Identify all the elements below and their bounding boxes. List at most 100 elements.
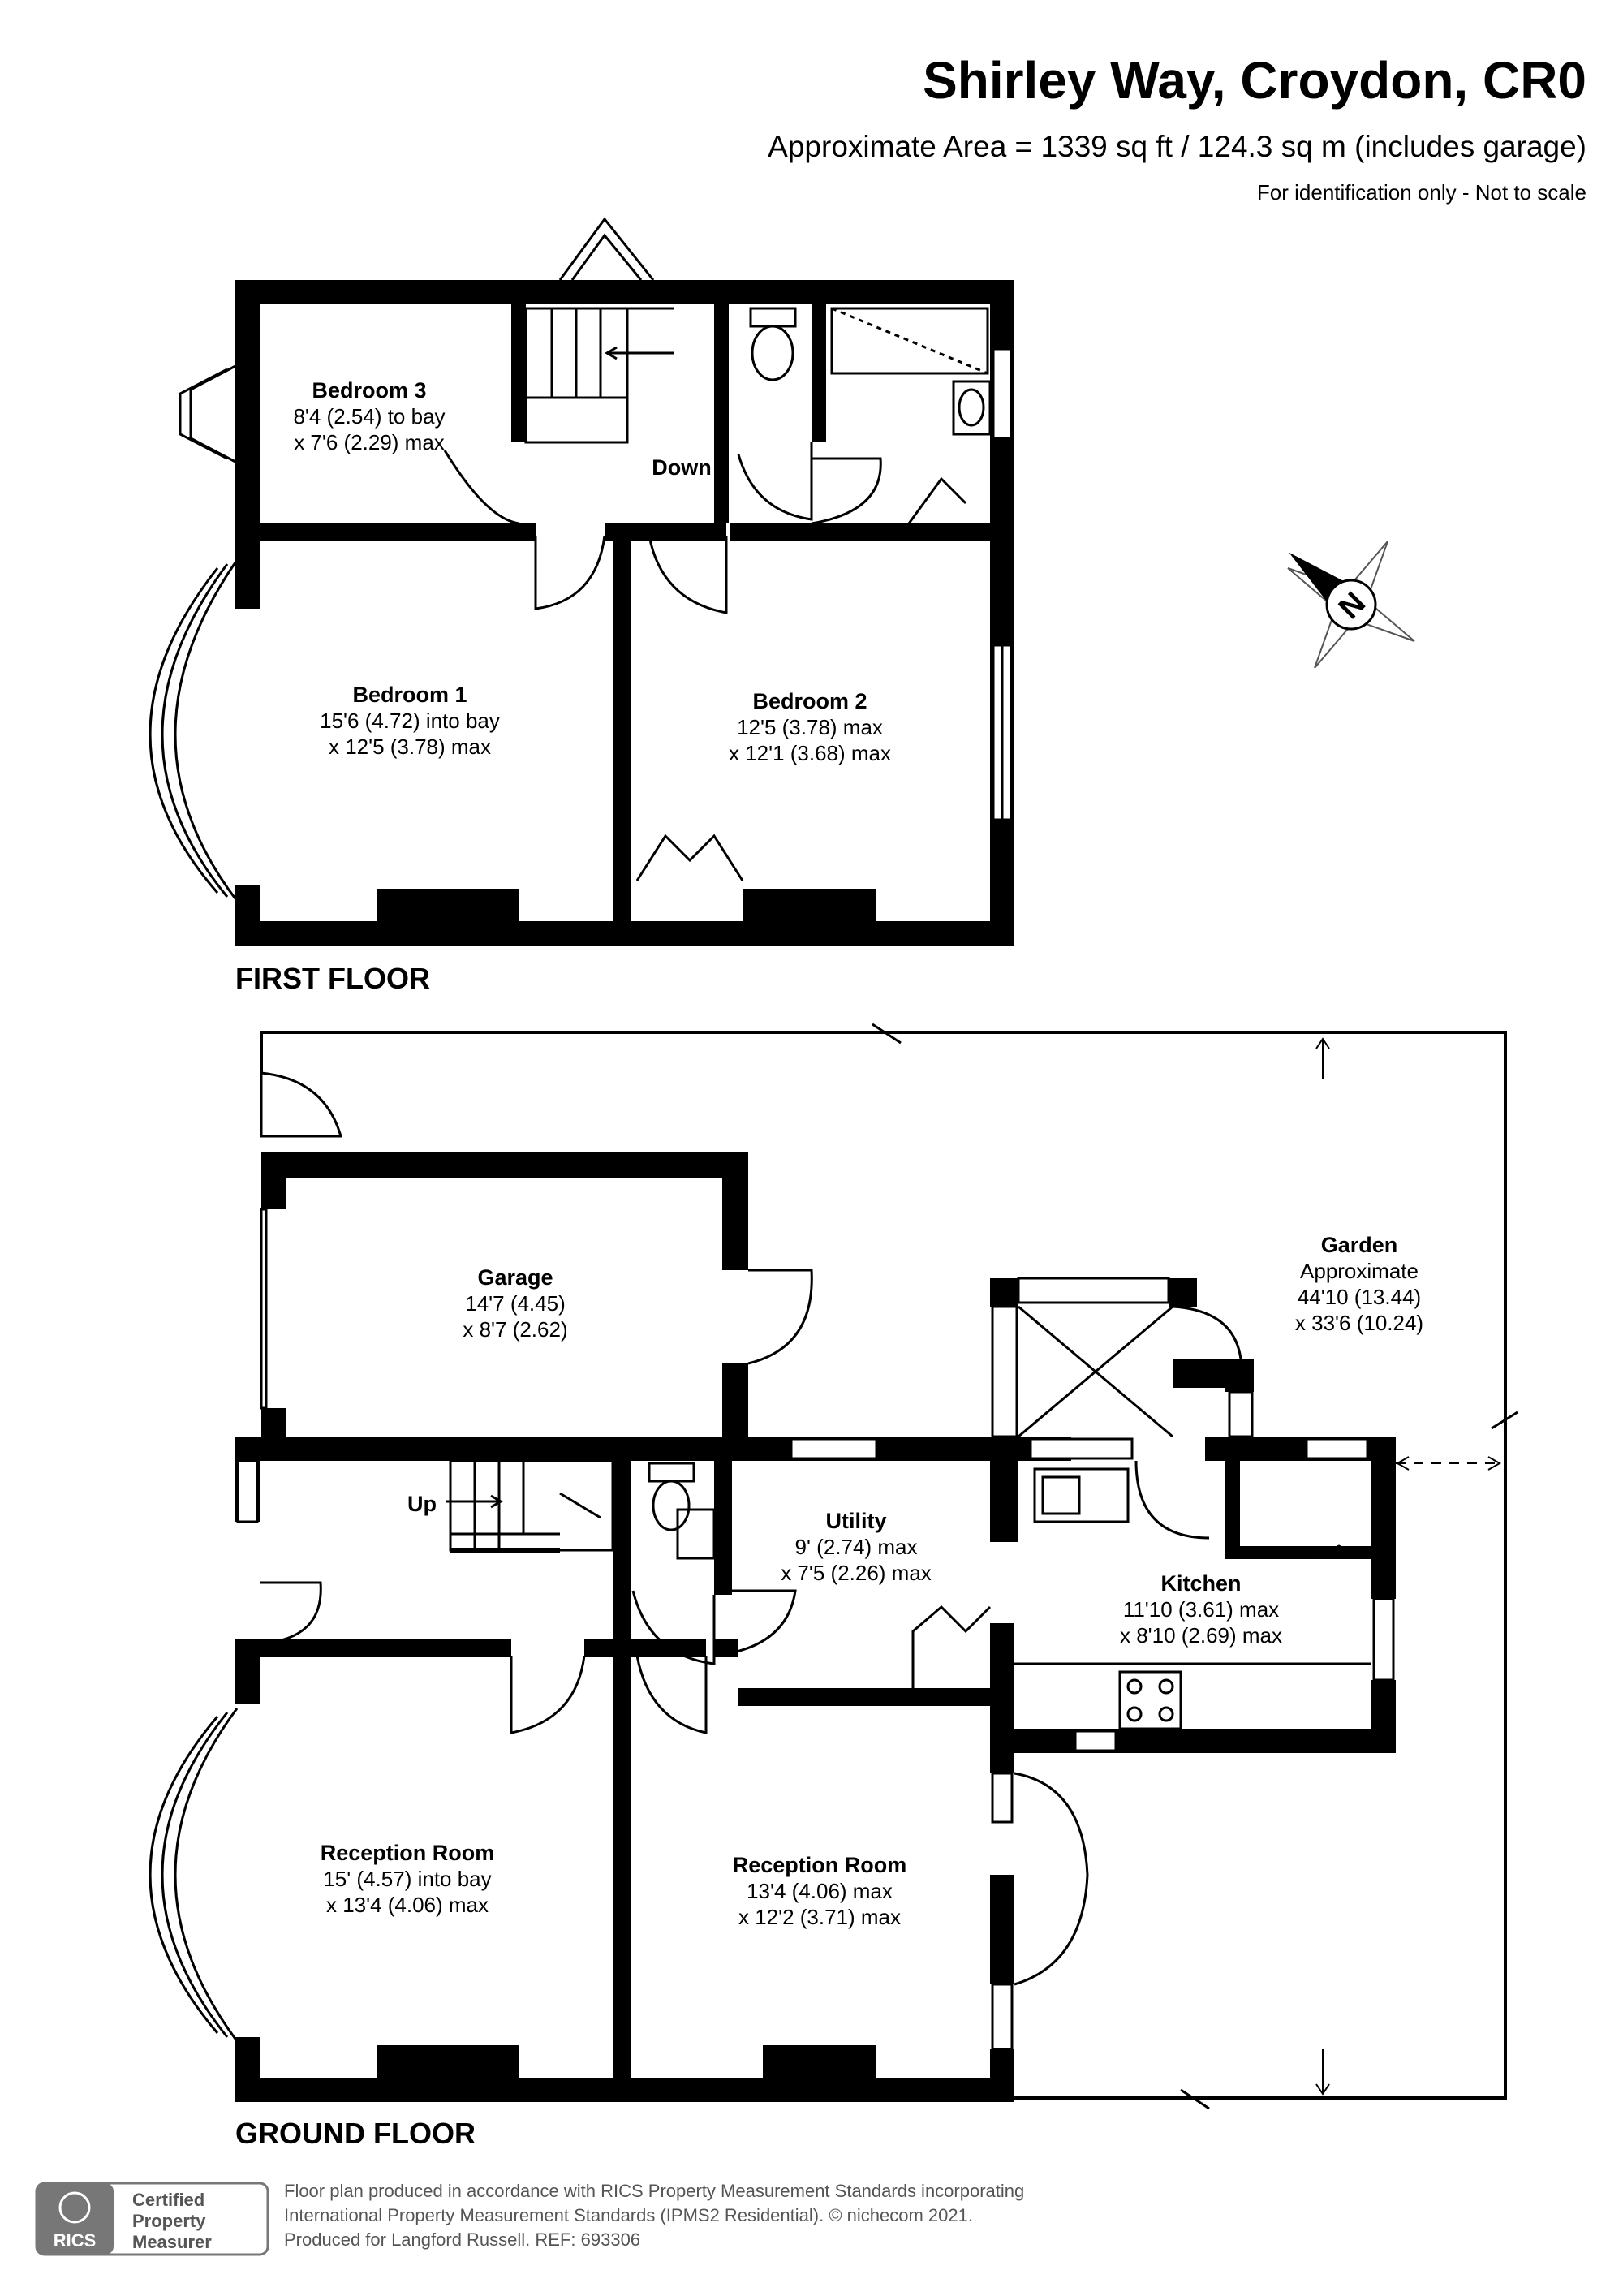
break-mark — [1491, 1411, 1518, 1430]
window — [1372, 1597, 1395, 1682]
wall — [738, 1688, 1014, 1706]
wall — [1173, 1359, 1229, 1388]
room-dims: 11'10 (3.61) max — [1123, 1597, 1279, 1622]
wall — [730, 523, 1014, 541]
compass-rose: N — [1287, 541, 1415, 669]
hob-ring — [1126, 1706, 1143, 1722]
window — [1305, 1437, 1369, 1460]
bay-window — [149, 567, 219, 894]
wall — [584, 1639, 706, 1657]
room-dims: 14'7 (4.45) — [465, 1291, 566, 1316]
door-swing — [713, 1589, 797, 1657]
room-dims: x 8'7 (2.62) — [463, 1317, 567, 1342]
footer-line: International Property Measurement Stand… — [284, 2205, 973, 2225]
badge-logo-panel — [37, 2183, 114, 2255]
bay-window — [174, 559, 239, 902]
first-floor-labels: Bedroom 3 8'4 (2.54) to bay x 7'6 (2.29)… — [293, 378, 891, 765]
door-swing — [1172, 1305, 1243, 1372]
conservatory-window — [1228, 1390, 1254, 1438]
garden-gate — [260, 1071, 342, 1138]
door-swing — [648, 535, 728, 614]
cupboard-door — [1314, 1544, 1364, 1560]
room-name-bedroom-3: Bedroom 3 — [312, 378, 426, 403]
wall — [613, 536, 631, 933]
wall — [1225, 1359, 1254, 1392]
room-dims: x 12'5 (3.78) max — [329, 734, 491, 759]
wall — [990, 438, 1014, 454]
stair-tread — [559, 1492, 601, 1519]
stairs-label: Up — [407, 1492, 437, 1516]
wall — [714, 304, 729, 523]
window — [992, 347, 1013, 440]
room-dims: 15' (4.57) into bay — [323, 1867, 491, 1891]
wall — [261, 1152, 286, 1209]
arrow-head — [1315, 1037, 1330, 1049]
toilet-bowl — [751, 325, 794, 381]
wall — [261, 1152, 748, 1178]
garage-door — [260, 1208, 268, 1410]
arrow-head — [1395, 1456, 1410, 1471]
room-dims: 44'10 (13.44) — [1298, 1285, 1421, 1309]
wall — [722, 1363, 748, 1445]
conservatory-roof — [1018, 1305, 1173, 1438]
wall — [511, 304, 526, 442]
hob-ring — [1158, 1706, 1174, 1722]
door-swing — [443, 450, 520, 525]
wall — [1169, 1278, 1197, 1307]
door-swing — [631, 1590, 716, 1665]
room-name-utility: Utility — [825, 1509, 886, 1533]
wall — [722, 1152, 748, 1270]
ground-floor-label: GROUND FLOOR — [235, 2117, 476, 2150]
wall — [990, 1875, 1014, 1984]
conservatory-window — [1017, 1277, 1170, 1304]
first-floor-label: FIRST FLOOR — [235, 962, 430, 995]
door-swing — [510, 1655, 586, 1734]
room-dims: x 12'2 (3.71) max — [738, 1905, 901, 1929]
wall — [1371, 1437, 1396, 1599]
hob — [1118, 1670, 1182, 1730]
room-dims: x 7'5 (2.26) max — [781, 1561, 932, 1585]
room-dims: x 12'1 (3.68) max — [729, 741, 891, 765]
room-name-garden: Garden — [1321, 1233, 1398, 1257]
room-dims: 9' (2.74) max — [795, 1535, 918, 1559]
room-dims: 15'6 (4.72) into bay — [320, 709, 500, 733]
room-name-reception-1: Reception Room — [321, 1841, 495, 1865]
room-dims: x 8'10 (2.69) max — [1120, 1623, 1282, 1648]
chimney-breast — [763, 2045, 876, 2079]
room-name-kitchen: Kitchen — [1160, 1571, 1241, 1596]
rics-badge: RICS Certified Property Measurer — [35, 2182, 269, 2256]
toilet-cistern — [749, 307, 797, 328]
badge-line: Certified — [132, 2190, 204, 2210]
window — [790, 1437, 878, 1460]
rics-crest-icon — [58, 2191, 91, 2224]
basin — [952, 380, 992, 436]
wall — [990, 1437, 1018, 1542]
door-swing — [259, 1581, 322, 1645]
door-swing — [1134, 1460, 1210, 1540]
bath — [830, 307, 989, 375]
wardrobe-doors — [635, 834, 744, 881]
bay-window — [161, 563, 229, 898]
wall — [235, 280, 1014, 304]
scale-note: For identification only - Not to scale — [1256, 180, 1586, 205]
door-swing — [747, 1269, 813, 1365]
basin — [676, 1508, 716, 1560]
stairs-label: Down — [652, 455, 712, 480]
hob-ring — [1158, 1678, 1174, 1695]
room-dims: x 7'6 (2.29) max — [294, 430, 445, 454]
wall — [235, 885, 260, 946]
wall — [990, 2049, 1014, 2102]
arrow-head — [1487, 1456, 1502, 1471]
wall — [613, 1656, 631, 2090]
room-name-bedroom-2: Bedroom 2 — [752, 689, 867, 713]
room-dims: x 13'4 (4.06) max — [326, 1893, 489, 1917]
arrow-head — [1315, 2083, 1330, 2096]
toilet-cistern — [648, 1462, 695, 1483]
bath-detail — [831, 307, 988, 375]
ground-floor-labels: Garage 14'7 (4.45) x 8'7 (2.62) Garden A… — [321, 1233, 1423, 1929]
room-name-garage: Garage — [477, 1265, 553, 1290]
break-mark — [1180, 2088, 1210, 2110]
basin-bowl — [958, 388, 985, 427]
wall — [613, 1461, 631, 1643]
